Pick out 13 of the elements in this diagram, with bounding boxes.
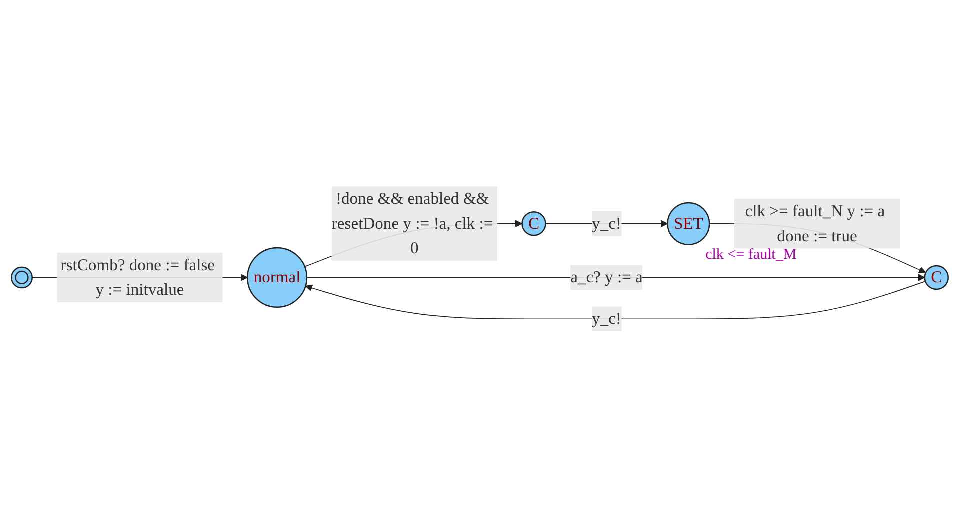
edge-label: clk >= fault_N y := a done := true xyxy=(745,202,886,246)
node-circle: normal xyxy=(247,248,308,308)
edge-label: y_c! xyxy=(592,310,622,329)
edge-label: a_c? y := a xyxy=(570,269,643,288)
node-circle xyxy=(11,267,33,290)
edge-label: y_c! xyxy=(592,215,622,234)
node-circle: SET xyxy=(667,202,710,246)
node-circle: C xyxy=(522,212,546,237)
node-circle: C xyxy=(924,266,949,290)
arrow xyxy=(305,282,926,320)
invariant-label: clk <= fault_M xyxy=(706,247,797,264)
edge-label: !done && enabled && resetDone y := !a, clk := 0 xyxy=(332,190,494,258)
edge-label: rstComb? done := false y := initvalue xyxy=(60,256,216,300)
